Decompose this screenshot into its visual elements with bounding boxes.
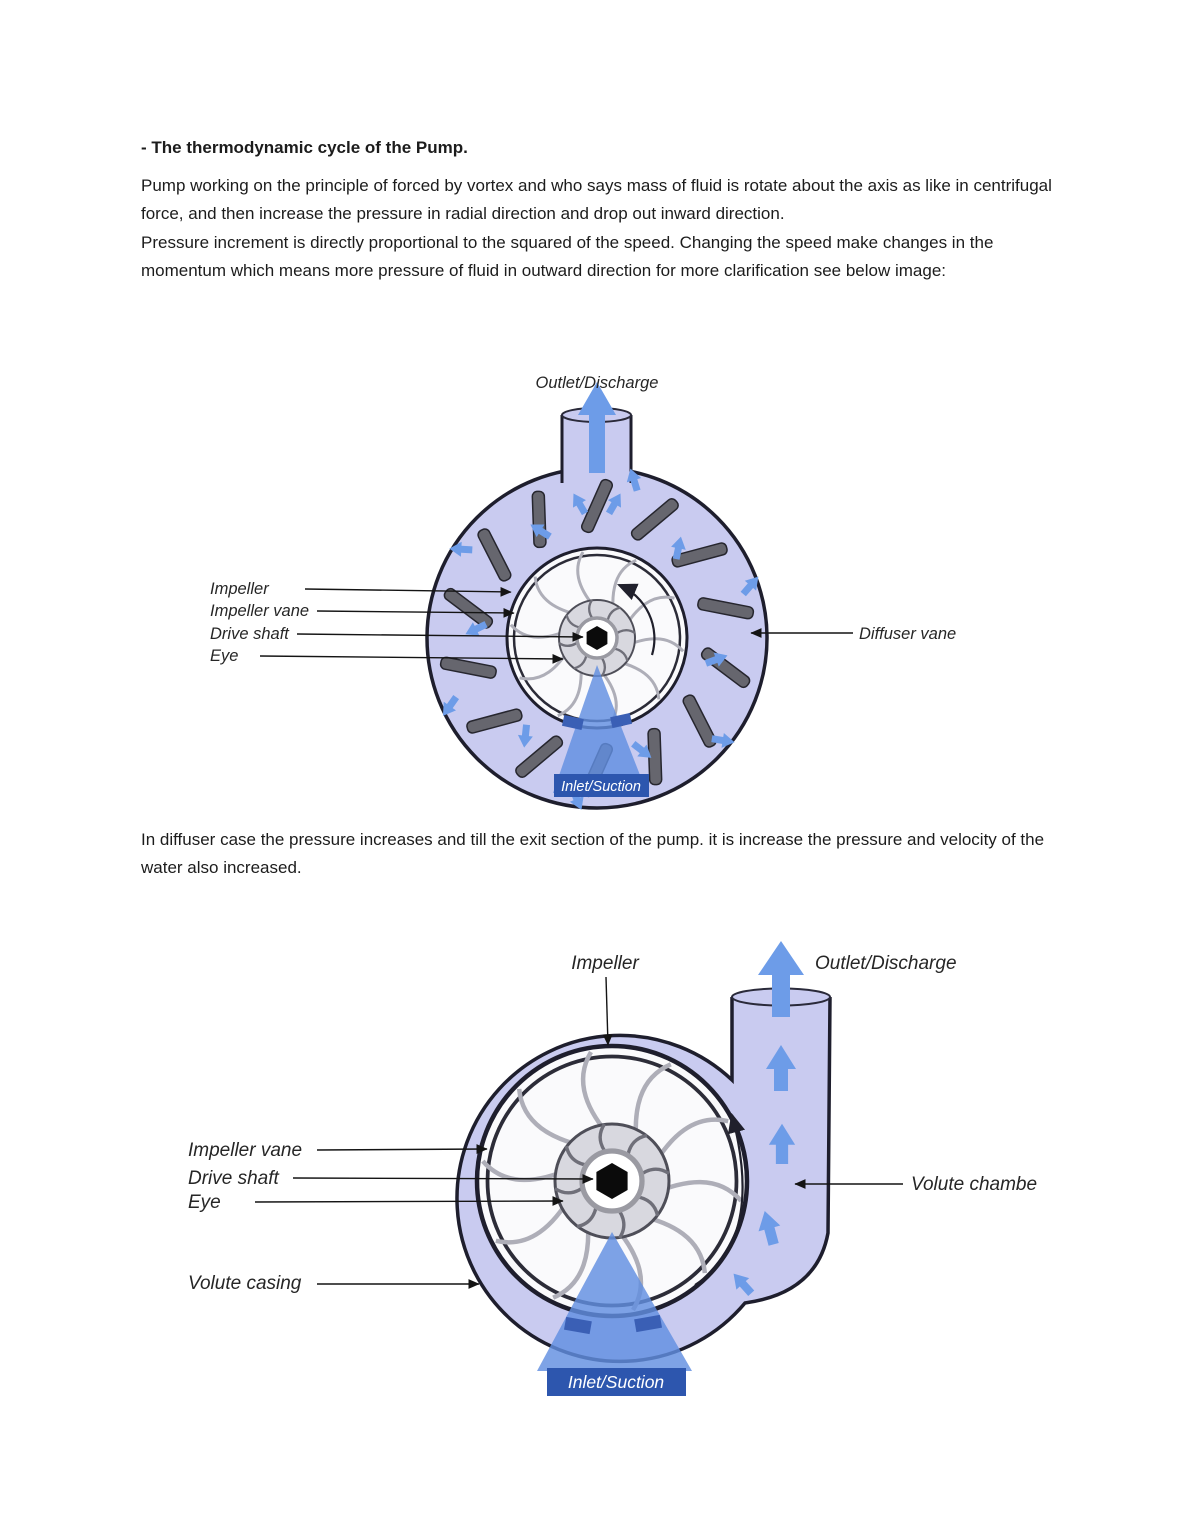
figure-volute-pump: Inlet/Suction Impeller Outlet/Discharge … bbox=[188, 941, 1037, 1396]
drive-shaft-label: Drive shaft bbox=[210, 625, 290, 643]
leader-line-eye bbox=[254, 1196, 564, 1206]
paragraph-1: Pump working on the principle of forced … bbox=[141, 176, 1052, 223]
inlet-tab bbox=[563, 1316, 592, 1335]
drive-shaft-label: Drive shaft bbox=[188, 1168, 280, 1189]
page-title: - The thermodynamic cycle of the Pump. bbox=[141, 138, 468, 157]
rotation-arrow bbox=[616, 583, 656, 656]
discharge-arrow bbox=[758, 941, 804, 1017]
leader-line-impeller-vane bbox=[316, 1144, 488, 1154]
inlet-label-box bbox=[547, 1368, 686, 1396]
leader-line-eye bbox=[259, 653, 564, 664]
inlet-tab bbox=[561, 715, 584, 730]
eye-label: Eye bbox=[188, 1192, 221, 1213]
leader-line-drive-shaft bbox=[292, 1174, 594, 1184]
volute-casing-label: Volute casing bbox=[188, 1273, 302, 1294]
paragraph-2: Pressure increment is directly proportio… bbox=[141, 233, 994, 280]
eye-label: Eye bbox=[210, 647, 238, 665]
leader-line-drive-shaft bbox=[296, 631, 584, 642]
diffuser-vane-label: Diffuser vane bbox=[859, 625, 956, 643]
impeller-vane-label: Impeller vane bbox=[210, 602, 309, 620]
paragraph-3: In diffuser case the pressure increases … bbox=[141, 830, 1045, 877]
leader-line-impeller-vane bbox=[316, 607, 515, 618]
leader-line-impeller bbox=[602, 976, 613, 1046]
outlet-label: Outlet/Discharge bbox=[815, 953, 957, 974]
discharge-arrow bbox=[578, 382, 616, 473]
inlet-tab bbox=[610, 713, 633, 728]
impeller-vane-label: Impeller vane bbox=[188, 1140, 302, 1161]
inlet-flow-arrow bbox=[537, 1232, 692, 1371]
impeller-label: Impeller bbox=[571, 953, 639, 974]
flow-arrows bbox=[727, 941, 804, 1300]
outlet-label: Outlet/Discharge bbox=[536, 374, 659, 392]
inlet-label-box bbox=[554, 774, 649, 797]
impeller-label: Impeller bbox=[210, 580, 270, 598]
inlet-label: Inlet/Suction bbox=[561, 779, 641, 795]
rotation-arrow bbox=[694, 1112, 745, 1286]
volute-chamber-label: Volute chambe bbox=[911, 1174, 1037, 1195]
inlet-tab bbox=[634, 1314, 663, 1333]
inlet-label: Inlet/Suction bbox=[568, 1372, 664, 1392]
figure-diffuser-pump: Inlet/Suction Outlet/Discharge Impeller … bbox=[210, 374, 956, 813]
inlet-flow-arrow bbox=[553, 665, 647, 793]
leader-line-impeller bbox=[304, 586, 512, 597]
